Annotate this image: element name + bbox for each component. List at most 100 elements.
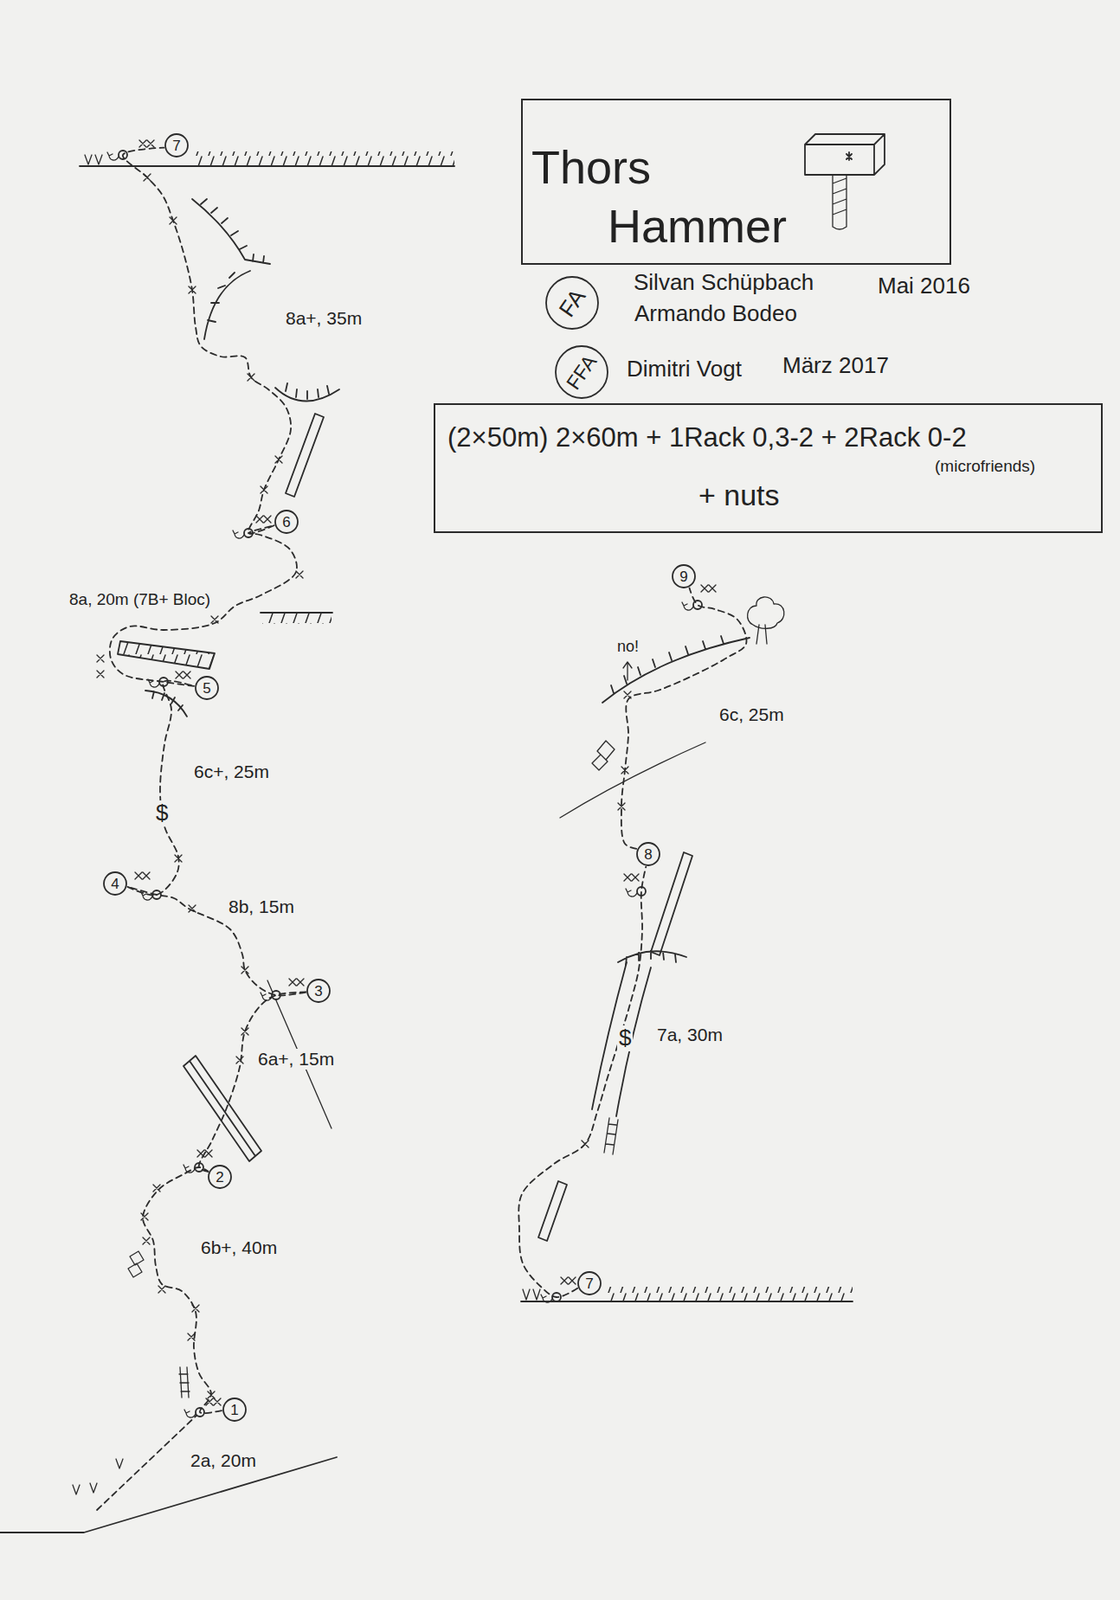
label-anchor: Mai 2016	[875, 273, 972, 300]
route-line	[199, 992, 306, 1172]
hammer-handle	[832, 174, 847, 230]
belay-number-text: 9	[679, 569, 688, 585]
circle-outline	[546, 276, 599, 329]
gear-box: (2×50m) 2×60m + 1Rack 0,3-2 + 2Rack 0-2 (…	[433, 403, 1103, 534]
pitch-grade: 6c+, 25m	[192, 761, 271, 783]
belay-number: 7	[577, 1271, 602, 1296]
first-ascent-circle: FA	[545, 276, 599, 330]
corner	[538, 1181, 567, 1242]
label-anchor: 8a, 20m (7B+ Bloc)	[67, 590, 213, 610]
route-line	[142, 1167, 222, 1414]
station-bolts	[135, 140, 716, 1406]
pitch-grade: 6b+, 40m	[199, 1237, 279, 1259]
pitch-grade: 8a+, 35m	[283, 308, 364, 329]
route-title: Thors Hammer	[531, 138, 809, 256]
circle-outline	[275, 510, 298, 534]
label-anchor: 6b+, 40m	[199, 1237, 279, 1259]
belay-number: 4	[102, 871, 128, 896]
route-line	[127, 887, 306, 996]
label-anchor: 7a, 30m	[655, 1024, 725, 1046]
belay-number: 7	[164, 133, 189, 158]
ledge-hatch	[605, 1287, 853, 1301]
flake	[128, 1251, 144, 1278]
roof	[602, 636, 750, 703]
summit-hatch	[195, 151, 455, 167]
belay-number-text: 5	[202, 681, 211, 696]
belay-number-text: 6	[282, 514, 290, 530]
belay-number: 3	[306, 978, 331, 1004]
circle-outline	[555, 346, 608, 399]
label-anchor: $	[617, 1025, 633, 1052]
circle-outline	[223, 1398, 246, 1422]
route-line	[518, 867, 646, 1298]
belay-number-text: 4	[110, 876, 119, 892]
label-anchor: Dimitri Vogt	[624, 356, 744, 383]
no-arrow	[623, 662, 632, 681]
author-name: Dimitri Vogt	[624, 356, 744, 383]
label-anchor: 6c+, 25m	[192, 761, 271, 783]
circle-outline	[195, 676, 219, 700]
gear-text: + nuts	[698, 478, 780, 513]
crack-line	[592, 962, 651, 1117]
rappel-curls	[107, 152, 694, 1418]
gear-text: (2×50m) 2×60m + 1Rack 0,3-2 + 2Rack 0-2	[447, 422, 967, 454]
route-line	[127, 681, 194, 896]
label-anchor: 6c, 25m	[717, 704, 786, 726]
pitch-grade: 2a, 20m	[188, 1450, 258, 1472]
label-anchor: 8a+, 35m	[283, 308, 364, 329]
circle-outline	[578, 1272, 601, 1295]
label-anchor: 2a, 20m	[188, 1450, 258, 1472]
circle-outline	[165, 134, 188, 157]
belay-number-text: 2	[215, 1170, 224, 1185]
ascent-date: Mai 2016	[875, 273, 972, 300]
ledge-ground	[521, 1300, 853, 1303]
approach-route	[96, 1412, 200, 1511]
grass-tufts	[84, 154, 103, 165]
bolt-ladder	[179, 1367, 190, 1398]
wall-edge	[192, 199, 271, 264]
belay-number: 8	[636, 842, 661, 867]
belay-number: 6	[274, 509, 299, 535]
label-anchor: März 2017	[780, 353, 891, 380]
gear-text: (microfriends)	[934, 457, 1036, 477]
ascent-date: März 2017	[780, 353, 891, 380]
belay-number-text: 3	[314, 984, 322, 999]
grass-tufts	[72, 1459, 123, 1495]
circle-outline	[103, 872, 127, 895]
wall-edge	[204, 270, 251, 340]
bolts	[96, 173, 631, 1399]
warning-note: no!	[615, 637, 641, 657]
belay-number: 1	[222, 1397, 247, 1423]
author-name: Armando Bodeo	[632, 301, 799, 328]
pitch-grade: 6c, 25m	[717, 704, 786, 726]
belay-number-text: 1	[230, 1403, 239, 1418]
runout-mark: $	[154, 800, 170, 827]
circle-outline	[208, 1165, 232, 1189]
ledge	[260, 611, 333, 614]
circle-outline	[672, 565, 696, 588]
overhang	[275, 383, 340, 402]
route-line	[122, 148, 291, 535]
pitch-grade: 8a, 20m (7B+ Bloc)	[67, 590, 213, 610]
author-name: Silvan Schüpbach	[631, 270, 816, 297]
hammer-icon	[804, 134, 885, 175]
label-anchor: Armando Bodeo	[632, 301, 799, 328]
corner	[285, 413, 324, 497]
ground-line	[0, 1457, 337, 1533]
ledge-hatch	[262, 613, 332, 625]
corner	[650, 852, 693, 956]
roof	[117, 641, 215, 670]
pitch-grade: 6a+, 15m	[256, 1049, 336, 1070]
runout-mark: $	[617, 1025, 633, 1052]
pitch-grade: 7a, 30m	[655, 1024, 725, 1046]
belay-number: 5	[194, 675, 219, 701]
first-free-ascent-circle: FFA	[554, 345, 609, 400]
label-anchor: 8b, 15m	[226, 896, 297, 918]
flake	[592, 740, 615, 771]
bolt-ladder	[604, 1118, 618, 1155]
belay-number-text: 7	[585, 1276, 593, 1292]
belay-number-text: 7	[172, 138, 181, 154]
label-anchor: Silvan Schüpbach	[631, 270, 816, 297]
belay-number-text: 8	[643, 847, 652, 863]
rock-edge	[560, 742, 706, 818]
